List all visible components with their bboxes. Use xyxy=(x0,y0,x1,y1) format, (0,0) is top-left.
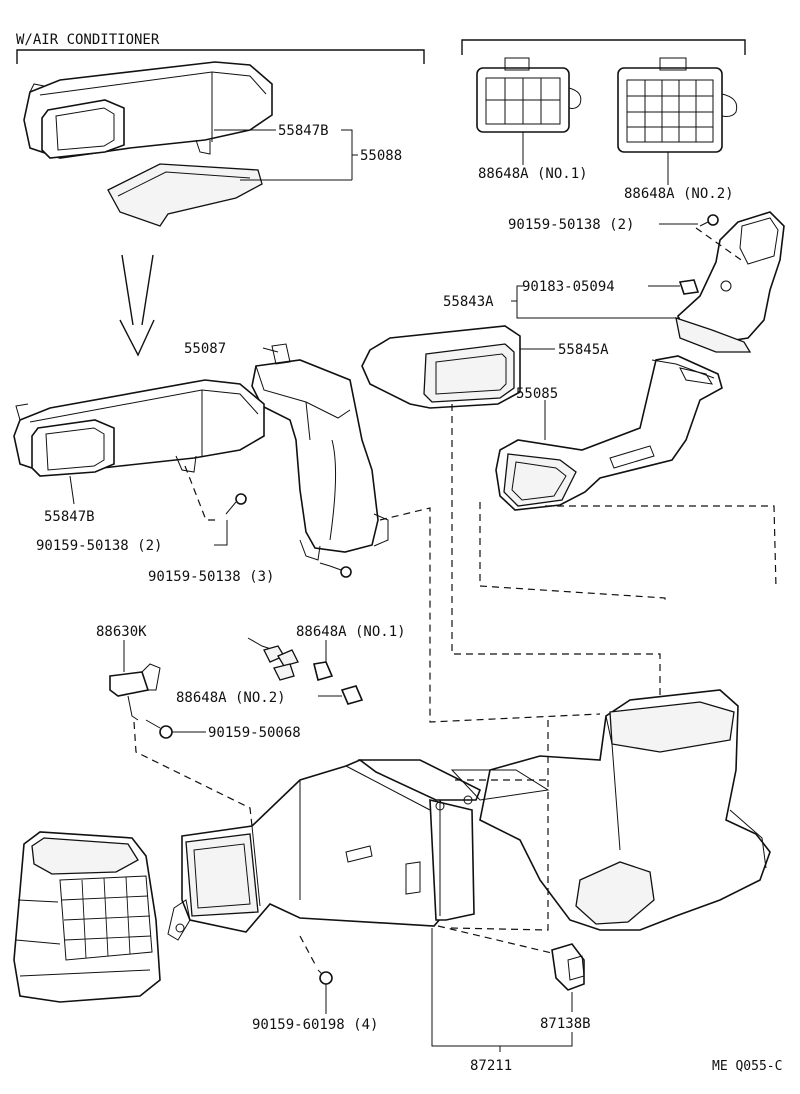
filter-55088 xyxy=(107,163,263,227)
relay-88630K xyxy=(109,640,161,721)
bracket-87211 xyxy=(431,928,573,1052)
leader-55087 xyxy=(262,347,279,353)
label-90159-50068: 90159-50068 xyxy=(208,725,301,741)
screw-90159-50068 xyxy=(145,719,206,739)
label-88648A-no2-mid: 88648A (NO.2) xyxy=(176,690,286,706)
bolt-90159-60198 xyxy=(299,935,333,1014)
label-90183-05094: 90183-05094 xyxy=(522,279,615,295)
label-88648A-no1-mid: 88648A (NO.1) xyxy=(296,624,406,640)
duct-55087 xyxy=(251,343,389,561)
label-55847B-mid: 55847B xyxy=(44,509,95,525)
bolt-90159-50138-3 xyxy=(319,562,352,578)
label-88648A-no1-top: 88648A (NO.1) xyxy=(478,166,588,182)
label-55845A: 55845A xyxy=(558,342,609,358)
bolt-90159-50138-mid xyxy=(184,465,247,521)
label-55847B-top: 55847B xyxy=(278,123,329,139)
variant-header: W/AIR CONDITIONER xyxy=(16,32,746,64)
label-55087: 55087 xyxy=(184,341,226,357)
label-88630K: 88630K xyxy=(96,624,147,640)
label-88648A-no2-top: 88648A (NO.2) xyxy=(624,186,734,202)
main-unit xyxy=(167,689,771,941)
harness-connectors xyxy=(247,637,299,681)
connector-88648A-no2-top xyxy=(617,57,738,153)
label-55088: 55088 xyxy=(360,148,402,164)
connector-88648A-no2-mid xyxy=(318,685,364,705)
arrow-icon xyxy=(119,254,155,357)
label-90159-50138-2-mid: 90159-50138 (2) xyxy=(36,538,162,554)
duct-55845A xyxy=(361,325,521,409)
variant-label: W/AIR CONDITIONER xyxy=(16,32,160,48)
leaders-55847B-55088 xyxy=(214,129,358,181)
bolt-90159-50138-top xyxy=(695,214,745,263)
label-87211: 87211 xyxy=(470,1058,512,1074)
duct-55843A xyxy=(675,211,785,353)
label-87138B: 87138B xyxy=(540,1016,591,1032)
resistor-87138B xyxy=(551,943,585,1012)
dashed-connectors xyxy=(133,404,777,955)
duct-55085 xyxy=(495,355,723,511)
label-55843A: 55843A xyxy=(443,294,494,310)
connector-88648A-no1-mid xyxy=(313,640,334,681)
label-90159-50138-3: 90159-50138 (3) xyxy=(148,569,274,585)
label-90159-50138-2-top: 90159-50138 (2) xyxy=(508,217,634,233)
leader-90159-50138-mid xyxy=(214,520,228,546)
duct-55847B-lower xyxy=(13,379,265,477)
bracket-55843A xyxy=(511,285,680,319)
duct-55847B-upper xyxy=(23,61,273,159)
clip-90183-05094 xyxy=(678,279,700,295)
evaporator-unit xyxy=(13,831,161,1003)
label-90159-60198-4: 90159-60198 (4) xyxy=(252,1017,378,1033)
label-55085: 55085 xyxy=(516,386,558,402)
connector-88648A-no1-top xyxy=(476,57,582,133)
diagram-code: ME Q055-C xyxy=(712,1059,782,1074)
leader-55847B-mid xyxy=(69,475,75,505)
